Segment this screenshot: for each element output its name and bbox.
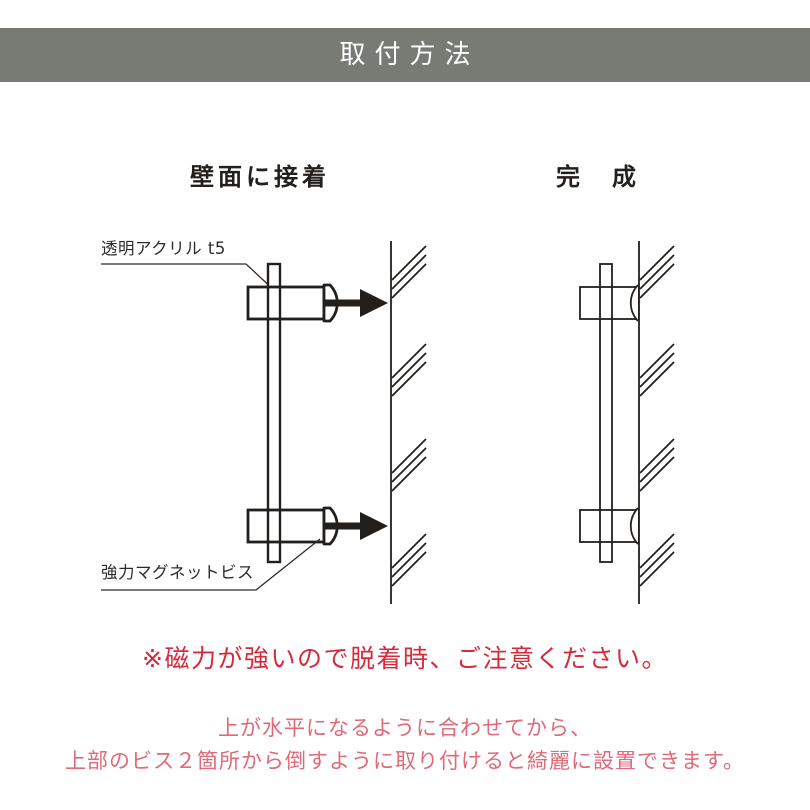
step-heading-complete: 完 成 <box>556 163 640 191</box>
page-title: 取付方法 <box>339 40 480 70</box>
acrylic-plate-left <box>266 262 282 564</box>
wall-hatch-group <box>639 438 675 492</box>
callout-label-acrylic: 透明アクリル t5 <box>101 239 226 258</box>
wall-hatch-group <box>639 343 675 397</box>
wall-hatch-group <box>391 533 427 587</box>
acrylic-plate-right <box>599 263 613 563</box>
wall-hatch-group <box>639 533 675 587</box>
callout-label-magnet: 強力マグネットビス <box>101 563 254 582</box>
magnet-screw-top-left <box>246 283 339 323</box>
leader-line-acrylic <box>101 263 277 293</box>
magnet-screw-bottom-right <box>579 507 639 545</box>
wall-hatch-group <box>391 343 427 397</box>
wall-hatch-group <box>639 245 675 299</box>
left-panel-diagram <box>101 241 427 604</box>
wall-right <box>638 241 675 604</box>
wall-hatch-group <box>391 438 427 492</box>
magnet-screw-bottom-left <box>246 506 339 546</box>
magnet-screw-top-right <box>579 284 639 322</box>
wall-left <box>390 241 427 604</box>
instruction-line-2: 上部のビス２箇所から倒すように取り付けると綺麗に設置できます。 <box>65 749 745 773</box>
wall-hatch-group <box>391 245 427 299</box>
header-bar: 取付方法 <box>0 28 810 82</box>
leader-line-magnet <box>101 538 321 591</box>
instruction-notes: 上が水平になるように合わせてから、 上部のビス２箇所から倒すように取り付けると綺… <box>0 712 810 778</box>
instruction-line-1: 上が水平になるように合わせてから、 <box>218 716 592 740</box>
warning-note: ※磁力が強いので脱着時、ご注意ください。 <box>142 644 668 673</box>
arrow-bottom <box>325 512 388 540</box>
right-panel-diagram <box>579 241 675 604</box>
arrow-top <box>325 289 388 317</box>
step-heading-adhere-to-wall: 壁面に接着 <box>190 163 330 191</box>
